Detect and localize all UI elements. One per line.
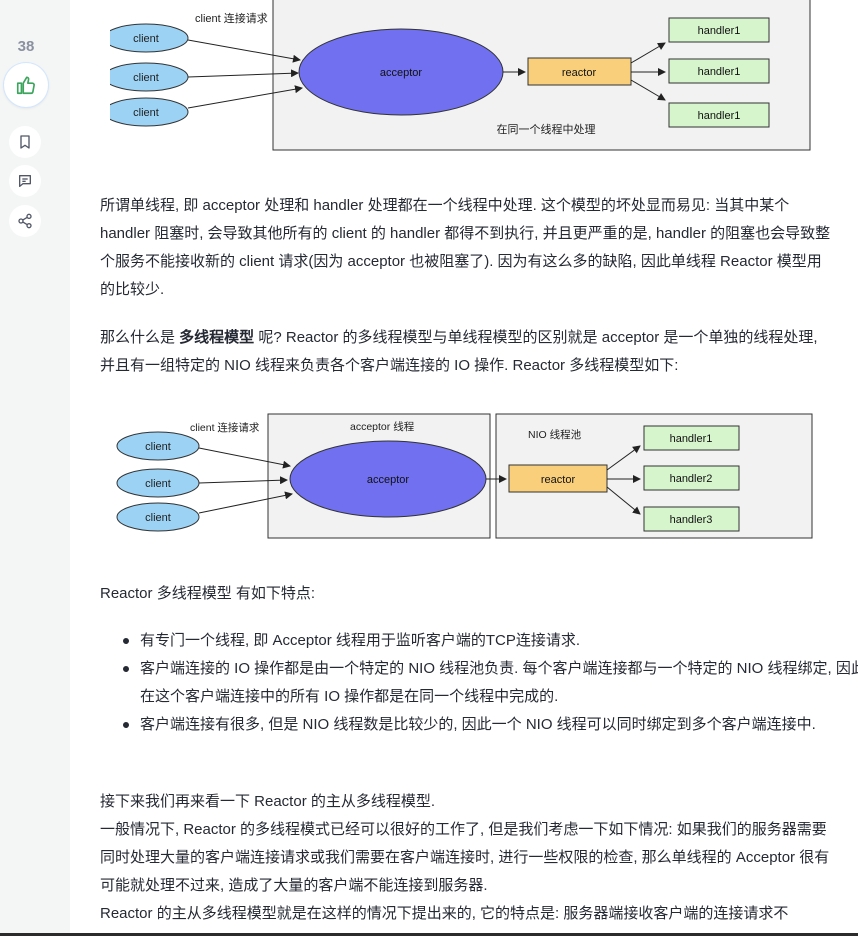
handler-label: handler1 <box>698 110 741 122</box>
handler-node <box>643 425 740 451</box>
bottom-divider <box>0 933 858 936</box>
handler-node <box>643 465 740 491</box>
client-label: client <box>133 33 159 45</box>
like-count: 38 <box>17 38 35 55</box>
article-content: client 连接请求 client client client accepto… <box>70 0 858 936</box>
reactor-label: reactor <box>562 67 597 79</box>
paragraph-master-slave-intro: 接下来我们再来看一下 Reactor 的主从多线程模型. <box>100 793 436 810</box>
client-node <box>110 97 189 127</box>
paragraph-multi-thread-intro: 那么什么是 多线程模型 呢? Reactor 的多线程模型与单线程模型的区别就是… <box>100 324 835 380</box>
client-node <box>116 431 200 461</box>
paragraph-features-heading: Reactor 多线程模型 有如下特点: <box>100 585 316 602</box>
list-item: 客户端连接有很多, 但是 NIO 线程数是比较少的, 因此一个 NIO 线程可以… <box>123 711 858 739</box>
handler-node <box>668 17 770 43</box>
thumbs-up-icon <box>16 76 35 95</box>
multi-thread-reactor-diagram: client 连接请求 acceptor 线程 NIO 线程池 client c… <box>116 413 813 539</box>
client-label: client <box>145 478 171 490</box>
handler-node <box>643 506 740 532</box>
paragraph-master-slave: Reactor 的主从多线程模型就是在这样的情况下提出来的, 它的特点是: 服务… <box>100 905 789 922</box>
handler-label: handler1 <box>670 433 713 445</box>
acceptor-thread-label: acceptor 线程 <box>350 420 415 433</box>
list-item: 有专门一个线程, 即 Acceptor 线程用于监听客户端的TCP连接请求. <box>123 627 858 655</box>
handler-label: handler2 <box>670 473 713 485</box>
handler-label: handler3 <box>670 514 713 526</box>
bold-term: 多线程模型 <box>179 329 255 346</box>
article-action-rail: 38 <box>0 0 70 936</box>
connect-label: client 连接请求 <box>195 12 268 25</box>
bookmark-icon <box>20 135 30 149</box>
feature-list: 有专门一个线程, 即 Acceptor 线程用于监听客户端的TCP连接请求. 客… <box>100 627 858 739</box>
handler-label: handler1 <box>698 66 741 78</box>
client-label: client <box>133 72 159 84</box>
client-label: client <box>145 512 171 524</box>
reactor-label: reactor <box>541 474 576 486</box>
list-item: 客户端连接的 IO 操作都是由一个特定的 NIO 线程池负责. 每个客户端连接都… <box>123 655 858 711</box>
client-label: client <box>145 441 171 453</box>
comment-icon <box>19 175 31 187</box>
share-button[interactable] <box>9 205 41 237</box>
client-node <box>116 502 200 532</box>
paragraph-single-thread: 所谓单线程, 即 acceptor 处理和 handler 处理都在一个线程中处… <box>100 197 831 298</box>
paragraph-suffix: 呢? Reactor 的多线程模型与单线程模型的区别就是 acceptor 是一… <box>100 329 818 374</box>
nio-pool-label: NIO 线程池 <box>528 428 582 441</box>
reactor-node <box>508 464 608 493</box>
handler-node <box>668 58 770 84</box>
thread-caption: 在同一个线程中处理 <box>497 122 596 136</box>
like-button[interactable] <box>3 62 49 108</box>
paragraph-scenario: 一般情况下, Reactor 的多线程模式已经可以很好的工作了, 但是我们考虑一… <box>100 821 830 894</box>
single-thread-reactor-diagram: client 连接请求 client client client accepto… <box>110 0 811 151</box>
acceptor-label: acceptor <box>367 474 410 486</box>
share-icon <box>18 213 32 229</box>
handler-label: handler1 <box>698 25 741 37</box>
client-node <box>110 23 189 53</box>
bookmark-button[interactable] <box>9 126 41 158</box>
connect-label: client 连接请求 <box>190 421 260 434</box>
handler-node <box>668 102 770 128</box>
paragraph-prefix: 那么什么是 <box>100 329 180 346</box>
comment-button[interactable] <box>9 165 41 197</box>
acceptor-label: acceptor <box>380 67 423 79</box>
client-label: client <box>133 107 159 119</box>
